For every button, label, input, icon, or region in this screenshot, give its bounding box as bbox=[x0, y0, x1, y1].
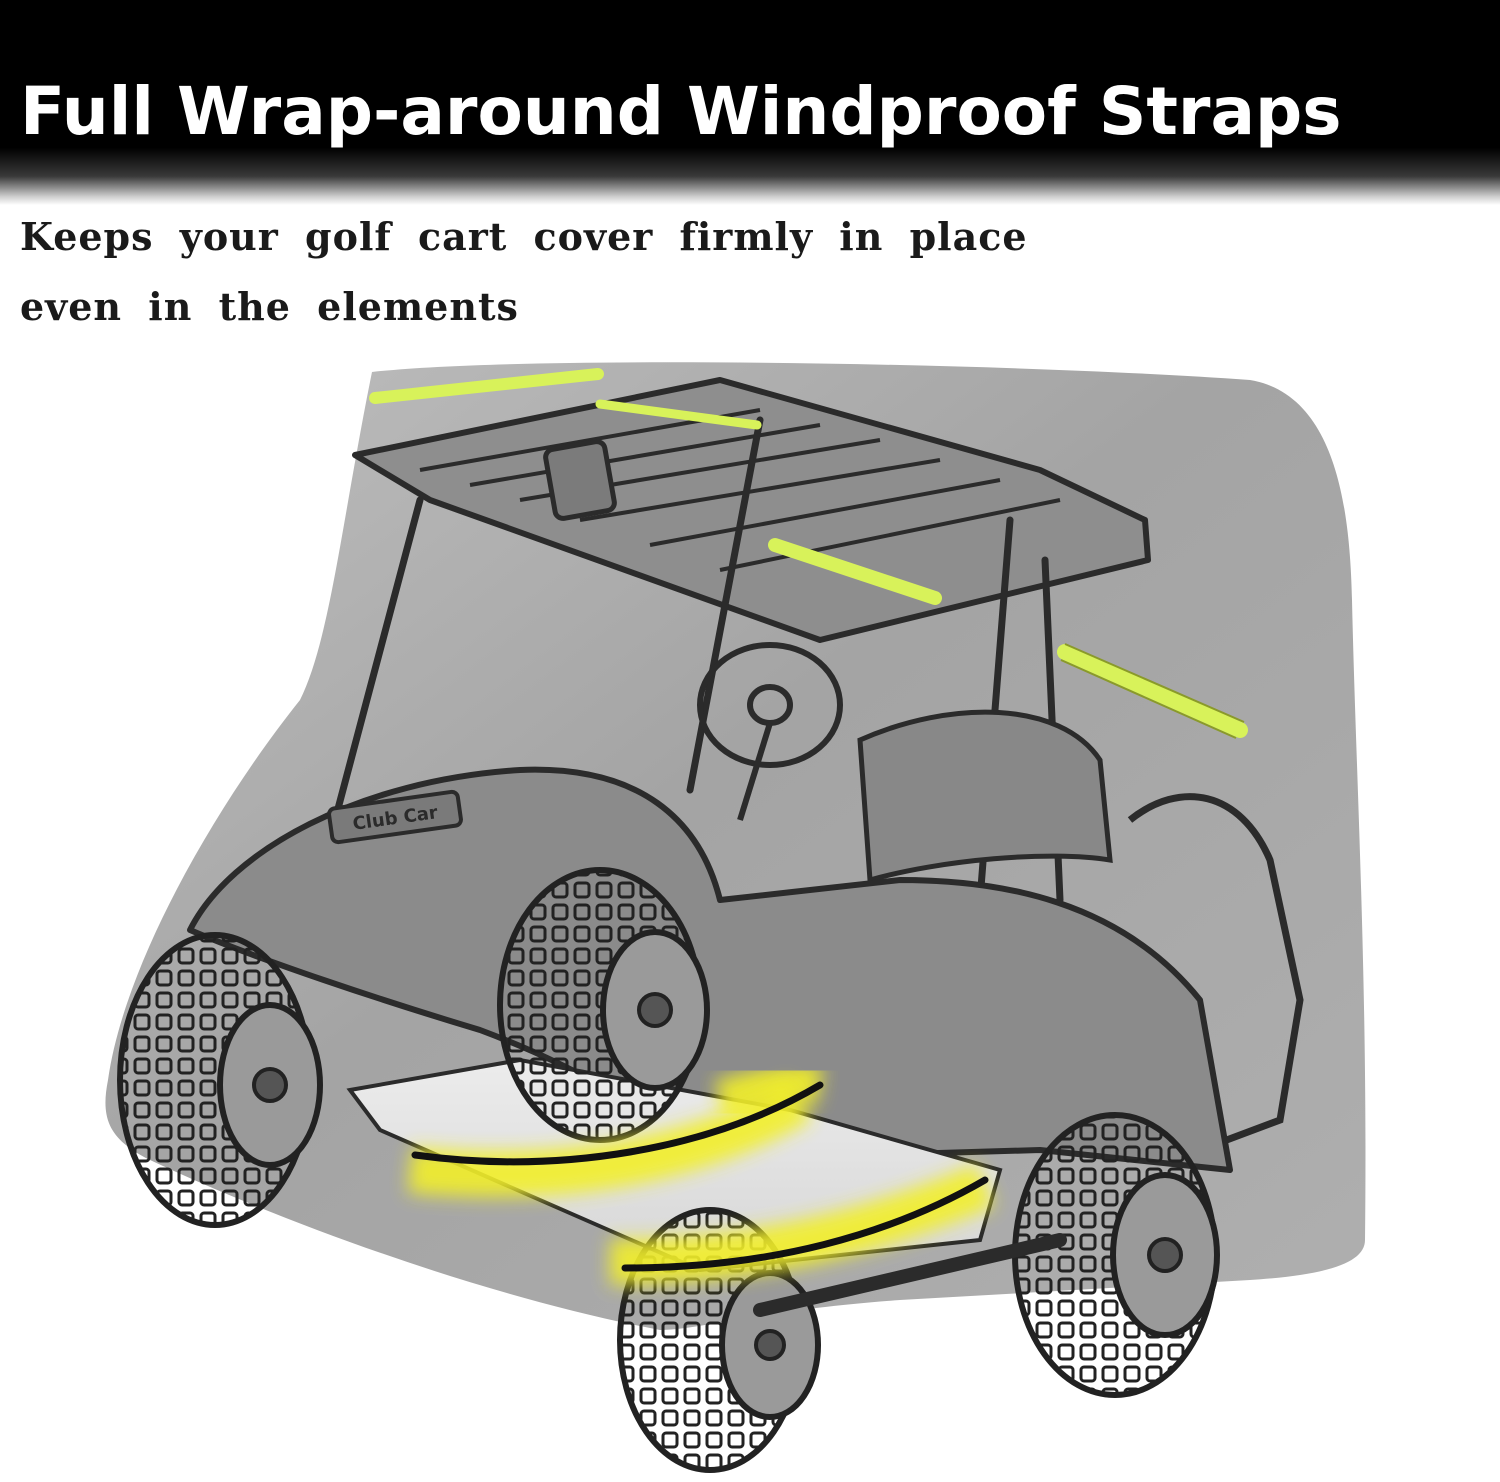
rear-axle bbox=[753, 1233, 1067, 1317]
rearview-mirror bbox=[543, 439, 617, 521]
wheel-rear-right bbox=[1012, 1112, 1220, 1398]
header-banner: Full Wrap-around Windproof Straps bbox=[0, 0, 1500, 205]
wheel-rear-left bbox=[497, 867, 710, 1143]
golf-cart-illustration: Club Car bbox=[105, 362, 1366, 1473]
subtitle-line-2: even in the elements bbox=[20, 284, 519, 329]
seat-back bbox=[857, 709, 1113, 884]
headline: Full Wrap-around Windproof Straps bbox=[20, 73, 1342, 150]
subtitle-line-1: Keeps your golf cart cover firmly in pla… bbox=[20, 214, 1028, 259]
reflective-strip-borders bbox=[1060, 643, 1245, 739]
rear-seat-frame bbox=[1127, 793, 1304, 1154]
windproof-strap-icon bbox=[407, 1063, 995, 1285]
cart-body bbox=[187, 766, 1233, 1173]
reflective-strip-icon bbox=[369, 368, 1248, 738]
wheel-front-left bbox=[117, 932, 323, 1228]
hood-badge: Club Car bbox=[327, 789, 463, 845]
steering-wheel bbox=[697, 642, 843, 821]
